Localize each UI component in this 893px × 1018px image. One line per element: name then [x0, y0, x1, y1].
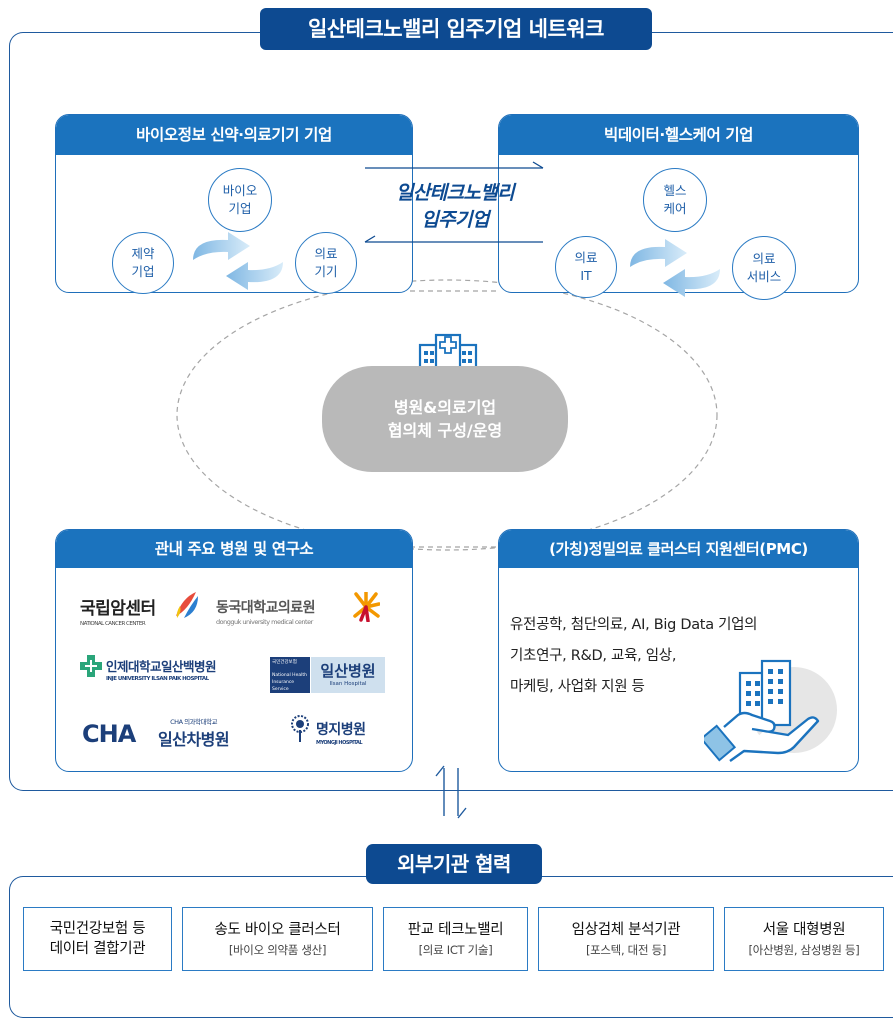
panel-pmc-title: (가칭)정밀의료 클러스터 지원센터(PMC)	[499, 530, 858, 568]
exchange-arrows	[364, 161, 544, 243]
logo-cha: CHA 의과학대학교 일산차병원	[158, 718, 230, 749]
dongguk-burst-icon	[353, 592, 380, 622]
external-title: 외부기관 협력	[366, 844, 542, 884]
panel-hospitals: 관내 주요 병원 및 연구소	[55, 529, 413, 772]
logo-ncc: 국립암센터 NATIONAL CANCER CENTER	[80, 599, 156, 627]
consortium-pill: 병원&의료기업 협의체 구성/운영	[322, 366, 568, 472]
ncc-flame-icon	[176, 592, 198, 618]
myongji-tree-icon	[291, 715, 309, 742]
building-in-hand-icon	[704, 659, 837, 762]
logo-ilsan-badge: 국민건강보험 National Health Insurance Service	[270, 657, 310, 693]
cycle-arrows-icon	[193, 232, 283, 290]
dashed-connectors	[176, 279, 718, 551]
logo-dongguk: 동국대학교의료원 dongguk university medical cent…	[216, 600, 316, 626]
logo-cha-mark: CHA	[82, 720, 136, 748]
updown-arrows-icon	[435, 765, 467, 819]
cycle-arrows-icon	[630, 239, 720, 297]
external-box-nhis: 국민건강보험 등 데이터 결합기관	[23, 907, 172, 971]
external-box-clinical: 임상검체 분석기관 [포스텍, 대전 등]	[538, 907, 714, 971]
external-box-songdo: 송도 바이오 클러스터 [바이오 의약품 생산]	[182, 907, 373, 971]
panel-bigdata-title: 빅데이터·헬스케어 기업	[499, 115, 858, 155]
center-label: 일산테크노밸리 입주기업	[395, 182, 515, 231]
page-title: 일산테크노밸리 입주기업 네트워크	[260, 8, 652, 50]
logo-myongji: 명지병원 MYONGJI HOSPITAL	[316, 722, 366, 746]
logo-inje: 인제대학교일산백병원 INJE UNIVERSITY ILSAN PAIK HO…	[106, 659, 217, 682]
pmc-description: 유전공학, 첨단의료, AI, Big Data 기업의 기초연구, R&D, …	[510, 617, 758, 695]
medical-cross-icon	[80, 655, 102, 677]
panel-bio-title: 바이오정보 신약·의료기기 기업	[56, 115, 412, 155]
external-box-seoul: 서울 대형병원 [아산병원, 삼성병원 등]	[724, 907, 884, 971]
external-box-pangyo: 판교 테크노밸리 [의료 ICT 기술]	[383, 907, 528, 971]
logo-ilsan: 일산병원 Ilsan Hospital	[311, 657, 385, 693]
panel-hospitals-title: 관내 주요 병원 및 연구소	[56, 530, 412, 568]
